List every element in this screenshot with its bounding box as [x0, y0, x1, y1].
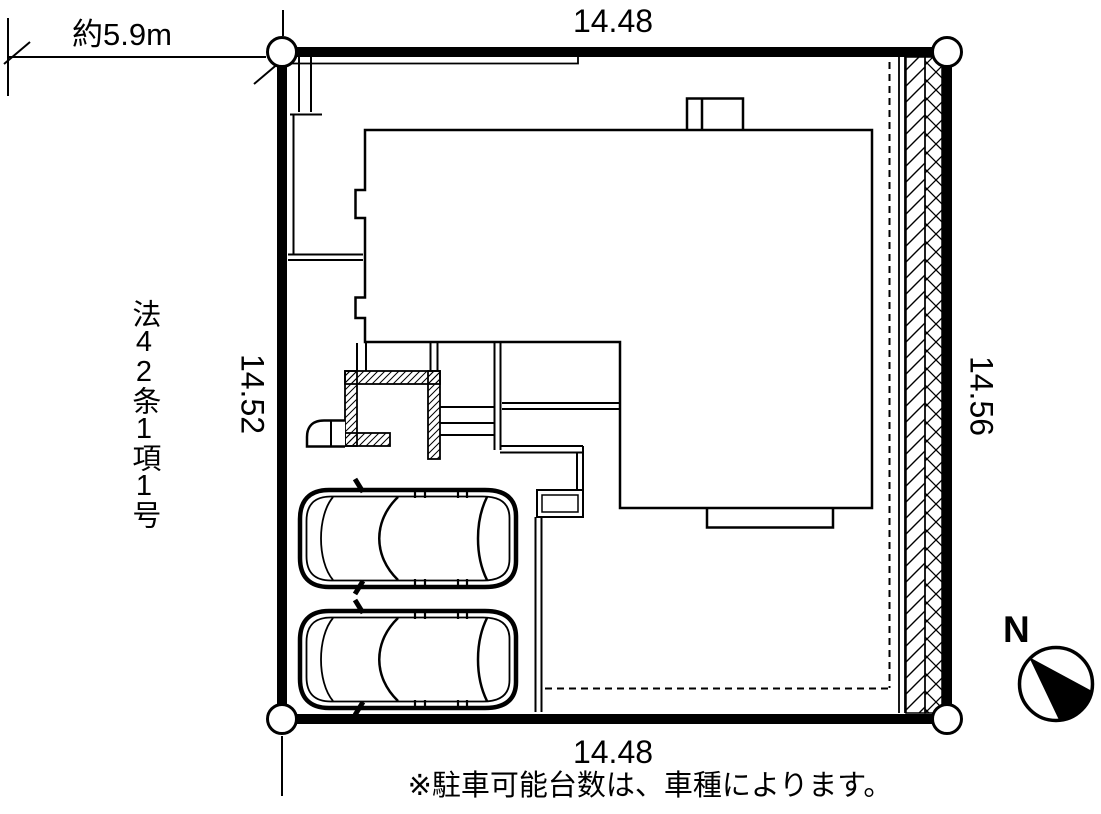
dimension-label-bottom: 14.48 [572, 734, 654, 770]
dimension-label-left: 14.52 [234, 353, 271, 435]
setback-dashed-line [545, 62, 891, 690]
parking-footnote: ※駐車可能台数は、車種によります。 [407, 770, 893, 802]
building-bottom-step [705, 508, 835, 529]
hatch-strip-diagonal [905, 56, 926, 714]
double-edge-line [898, 57, 906, 713]
boundary-inner-line [287, 57, 579, 65]
entrance-round-step [305, 419, 345, 448]
corner-marker-icon [266, 36, 298, 68]
compass-north-label: N [1003, 609, 1030, 650]
road-width-label: 約5.9m [72, 17, 172, 52]
building-main-outline [354, 128, 874, 510]
north-compass-icon [1017, 645, 1095, 723]
hatch-strip-cross [924, 56, 943, 714]
gate-and-courtyard-lines [288, 57, 363, 261]
dimension-label-top: 14.48 [572, 3, 654, 39]
corner-markers [266, 36, 963, 735]
corner-marker-icon [266, 703, 298, 735]
building-outline [354, 97, 874, 529]
corner-marker-icon [931, 36, 963, 68]
plot-border [277, 47, 952, 724]
dimension-label-right: 14.56 [963, 355, 1000, 437]
corner-marker-icon [931, 703, 963, 735]
road-classification-label: 法42条1項1号 [127, 299, 160, 527]
building-interior-lines [440, 343, 620, 712]
entrance-porch [305, 343, 441, 460]
car-top-view-icon [300, 479, 516, 594]
parking-edge-line [534, 517, 543, 712]
car-top-view-icon [300, 600, 516, 715]
building-roof-bump [685, 97, 745, 130]
road-dimension-lines [3, 10, 284, 796]
entrance-steps [440, 406, 494, 436]
boundary-strips [898, 56, 943, 714]
